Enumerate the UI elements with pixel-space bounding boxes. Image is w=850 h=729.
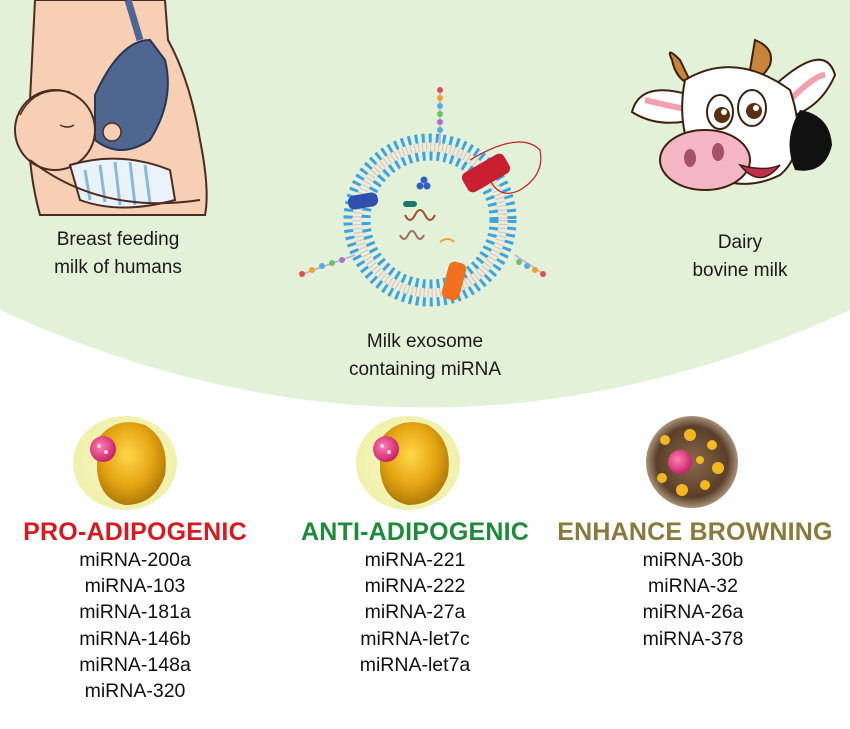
cow-illustration [630,38,837,191]
list-item: miRNA-let7c [360,627,470,650]
list-item: miRNA-221 [364,549,466,571]
human-milk-caption-line2: milk of humans [54,257,182,278]
enhance-browning-mirna-list: miRNA-30b miRNA-32 miRNA-26a miRNA-378 [593,547,793,652]
list-item: miRNA-378 [642,627,744,650]
list-item: miRNA-181a [79,601,191,624]
list-item: miRNA-26a [642,601,744,624]
bovine-milk-caption: Dairy bovine milk [640,229,840,285]
exosome-illustration [299,87,546,307]
exosome-caption: Milk exosome containing miRNA [325,328,525,384]
brown-adipocyte-cell-icon [646,416,738,508]
list-item: miRNA-146b [79,627,191,650]
list-item: miRNA-200a [79,549,191,571]
mother-baby-illustration [14,0,208,216]
anti-adipogenic-title: ANTI-ADIPOGENIC [301,518,529,546]
list-item: miRNA-103 [84,575,186,598]
list-item: miRNA-32 [648,575,738,598]
list-item: miRNA-222 [364,575,466,598]
pro-adipogenic-title: PRO-ADIPOGENIC [23,518,247,546]
list-item: miRNA-30b [642,549,744,571]
list-item: miRNA-320 [84,680,186,703]
list-item: miRNA-let7a [359,653,471,676]
list-item: miRNA-27a [364,601,466,624]
anti-adipogenic-mirna-list: miRNA-221 miRNA-222 miRNA-27a miRNA-let7… [315,547,515,678]
pro-adipogenic-mirna-list: miRNA-200a miRNA-103 miRNA-181a miRNA-14… [35,547,235,704]
exosome-caption-line1: Milk exosome [366,331,484,352]
enhance-browning-title: ENHANCE BROWNING [557,518,833,546]
human-milk-caption: Breast feeding milk of humans [18,226,218,282]
list-item: miRNA-148a [79,653,191,676]
bovine-milk-caption-line1: Dairy [717,232,763,253]
exosome-caption-line2: containing miRNA [348,359,502,380]
adipocyte-cell-icon-1 [73,416,177,510]
human-milk-caption-line1: Breast feeding [56,229,180,250]
bovine-milk-caption-line2: bovine milk [692,260,788,281]
adipocyte-cell-icon-2 [356,416,460,510]
